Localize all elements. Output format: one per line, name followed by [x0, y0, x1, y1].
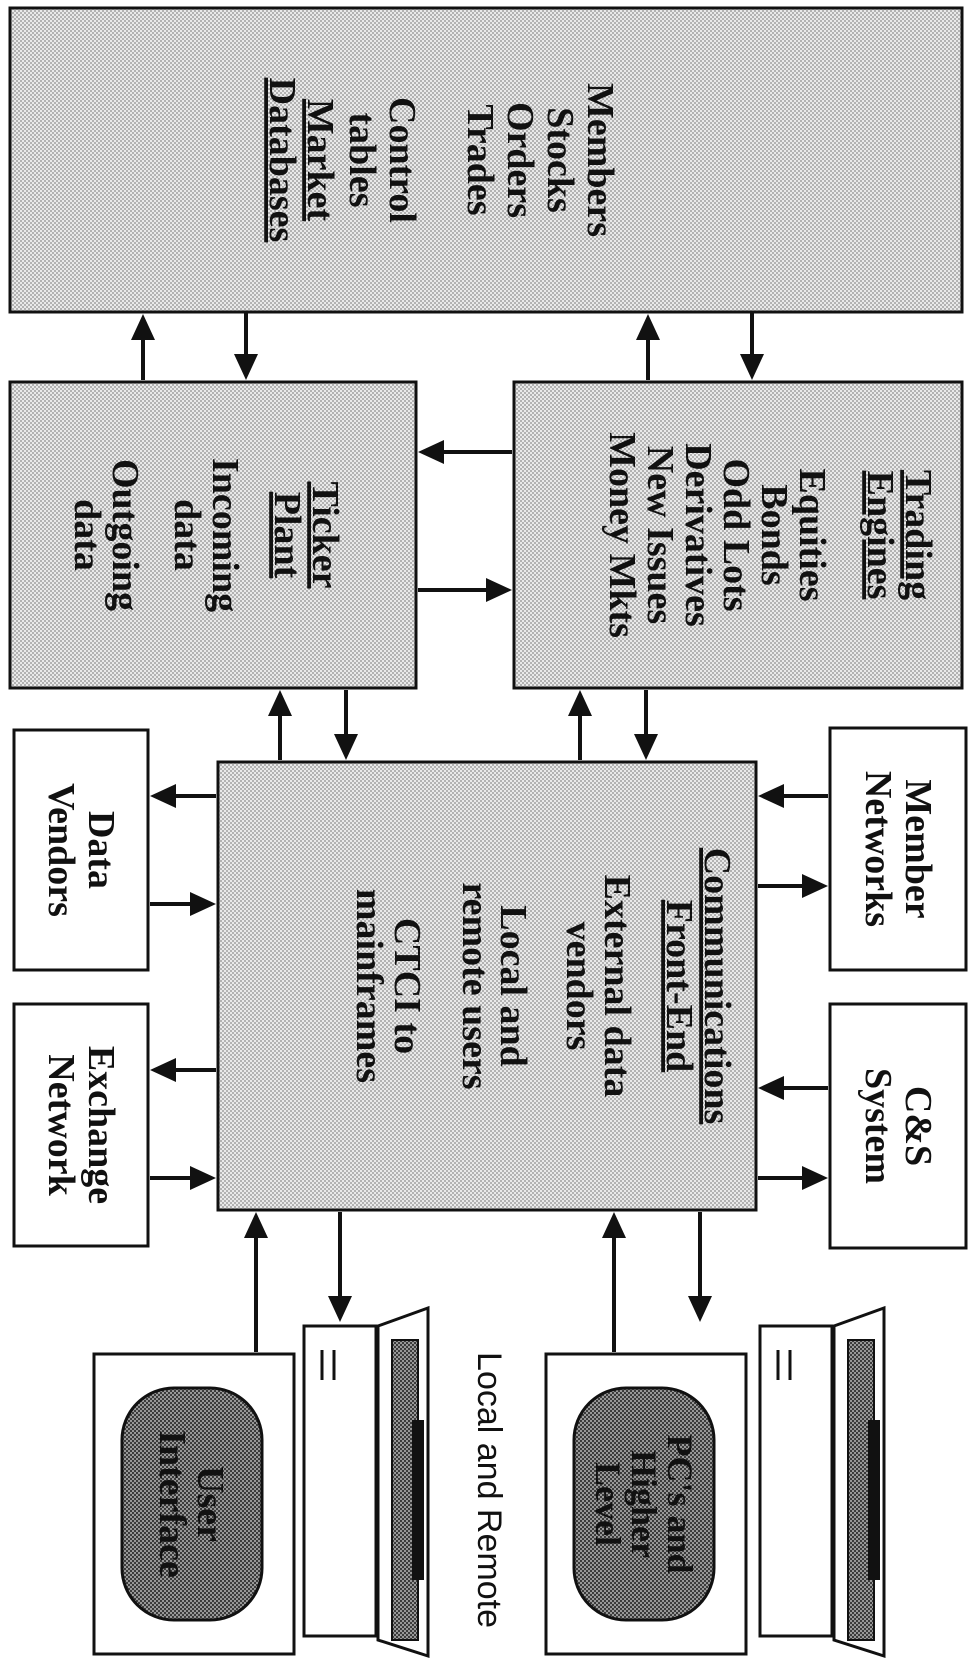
exchange-network-label-1: Exchange [80, 1046, 122, 1204]
ticker-plant-item: Incoming [204, 458, 246, 612]
arrow-ticker-to-comm [334, 690, 358, 760]
market-databases-item: Orders [499, 102, 541, 218]
arrow-comm-to-datavendors [150, 784, 216, 808]
comm-front-end-item: External data [596, 875, 638, 1098]
arrow-comm-to-userterminal [328, 1212, 352, 1322]
arrow-comm-to-pcterminal [688, 1212, 712, 1322]
arrow-comm-to-cs [758, 1166, 828, 1190]
member-networks-box: Member Networks [830, 728, 966, 970]
comm-front-end-title-2: Front-End [658, 900, 700, 1072]
arrow-engines-to-ticker-2 [418, 578, 512, 602]
caption: Local and Remote [470, 1352, 508, 1628]
arrow-cs-to-comm [758, 1076, 828, 1100]
trading-engines-title-2: Engines [859, 471, 901, 600]
data-vendors-label-1: Data [80, 811, 122, 889]
trading-engines-box: Trading Engines Equities Bonds Odd Lots … [514, 382, 962, 688]
ticker-plant-box: Ticker Plant Incoming data Outgoing data [10, 382, 416, 688]
arrow-exchange-to-comm [150, 1166, 216, 1190]
arrow-engines-to-comm [634, 690, 658, 760]
arrow-comm-to-ticker [268, 690, 292, 760]
comm-front-end-item: mainframes [348, 889, 390, 1083]
member-networks-label-2: Networks [857, 771, 899, 927]
cpu-unit [304, 1326, 376, 1636]
arrow-engines-to-ticker-1 [418, 440, 512, 464]
ticker-plant-item: data [66, 499, 108, 571]
pcs-label-2: Higher [624, 1450, 664, 1558]
ticker-plant-title-1: Ticker [304, 482, 346, 589]
market-databases-item: Members [579, 83, 621, 237]
trading-engines-item: Bonds [753, 484, 795, 585]
communications-front-end-box: Communications Front-End External data v… [218, 762, 756, 1210]
member-networks-label-1: Member [897, 779, 939, 918]
arrow-comm-to-engines [568, 690, 592, 760]
cs-system-label-1: C&S [897, 1086, 939, 1166]
cpu-unit [760, 1326, 832, 1636]
arrow-member-to-comm [758, 784, 828, 808]
arrow-engines-to-market [636, 314, 660, 380]
exchange-network-label-2: Network [40, 1054, 82, 1196]
comm-front-end-item: Local and [492, 905, 534, 1067]
ticker-plant-item: Outgoing [104, 459, 146, 611]
trading-engines-item: Money Mkts [601, 432, 643, 638]
arrow-userterminal-to-comm [244, 1212, 268, 1352]
trading-engines-item: Equities [791, 468, 833, 601]
trading-engines-item: Odd Lots [715, 458, 757, 611]
user-interface-terminal: User Interface [94, 1308, 428, 1656]
arrow-pcterminal-to-comm [602, 1212, 626, 1352]
arrow-ticker-to-market [131, 314, 155, 380]
comm-front-end-item: remote users [454, 882, 496, 1089]
arrow-comm-to-exchange [150, 1058, 216, 1082]
cs-system-box: C&S System [830, 1004, 966, 1248]
market-databases-title-2: Databases [261, 78, 303, 243]
market-databases-box: Market Databases Members Stocks Orders T… [10, 8, 962, 312]
pcs-label-1: PC's and [660, 1434, 700, 1573]
arrow-market-to-ticker [234, 312, 258, 380]
pcs-label-3: Level [588, 1462, 628, 1546]
comm-front-end-item: CTCI to [386, 918, 428, 1054]
cs-system-label-2: System [857, 1068, 899, 1184]
comm-front-end-item: vendors [558, 922, 600, 1051]
market-databases-item: Control [381, 97, 423, 223]
trading-engines-title-1: Trading [897, 470, 939, 600]
user-interface-label-1: User [189, 1466, 231, 1542]
exchange-network-box: Exchange Network [14, 1004, 148, 1246]
market-databases-item: tables [341, 113, 383, 208]
market-databases-item: Trades [459, 104, 501, 215]
data-vendors-label-2: Vendors [40, 783, 82, 917]
user-interface-label-2: Interface [151, 1430, 193, 1578]
data-vendors-box: Data Vendors [14, 730, 148, 970]
arrow-comm-to-member [758, 874, 828, 898]
arrow-datavendors-to-comm [150, 892, 216, 916]
ticker-plant-title-2: Plant [266, 492, 308, 579]
trading-engines-item: New Issues [639, 446, 681, 624]
arrow-market-to-engines [740, 312, 764, 380]
market-databases-item: Stocks [539, 107, 581, 213]
local-and-remote-caption: Local and Remote [470, 1352, 508, 1628]
ticker-plant-item: data [166, 499, 208, 571]
comm-front-end-title-1: Communications [696, 848, 738, 1125]
trading-engines-item: Derivatives [677, 443, 719, 627]
pcs-higher-level-terminal: PC's and Higher Level [546, 1308, 884, 1656]
market-databases-title-1: Market [299, 99, 341, 222]
